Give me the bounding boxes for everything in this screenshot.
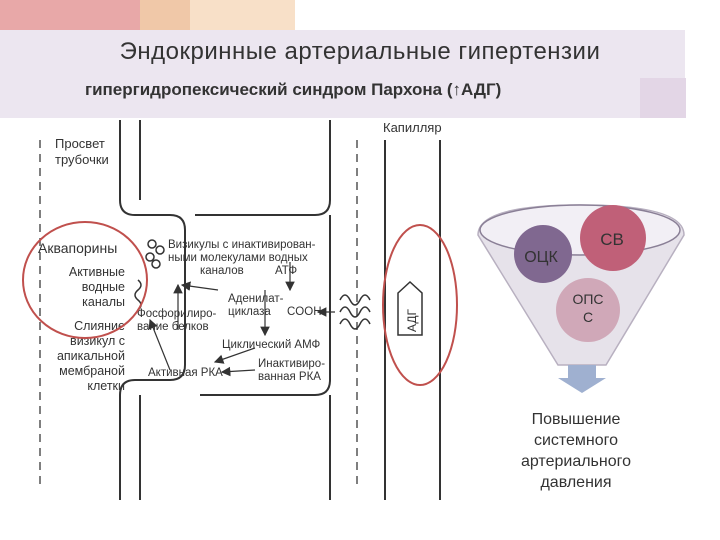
vesicles-label: ными молекулами водных bbox=[168, 252, 308, 264]
vesicles-label: Визикулы с инактивирован- bbox=[168, 239, 316, 251]
ops-label: ОПС bbox=[572, 291, 603, 307]
inactive-pka-label: ванная РКА bbox=[258, 371, 321, 383]
ock-label: ОЦК bbox=[524, 249, 558, 266]
receptor-icon bbox=[340, 295, 370, 329]
cell-diagram: Просвет трубочки Капилляр Аквапорины Акт… bbox=[23, 120, 457, 500]
result-label: Повышение bbox=[532, 411, 621, 428]
active-pka-label: Активная РКА bbox=[148, 367, 223, 379]
vesicle-icon bbox=[146, 253, 154, 261]
adh-label: АДГ bbox=[405, 308, 419, 332]
vesicle-icon bbox=[152, 260, 160, 268]
active-channels-label: водные bbox=[82, 280, 125, 294]
arrow bbox=[182, 285, 218, 290]
fusion-label: мембраной bbox=[59, 364, 125, 378]
atp-label: АТФ bbox=[275, 265, 297, 277]
capillary-label: Капилляр bbox=[383, 120, 442, 135]
fusion-label: клетки bbox=[87, 379, 125, 393]
vesicle-icon bbox=[156, 246, 164, 254]
phosphorylation-label: вание белков bbox=[137, 321, 209, 333]
inactive-pka-label: Инактивиро- bbox=[258, 358, 325, 370]
cv-label: СВ bbox=[600, 230, 624, 249]
cooh-label: COOH bbox=[287, 306, 322, 318]
aquaporins-label: Аквапорины bbox=[38, 240, 117, 256]
lumen-label: трубочки bbox=[55, 152, 109, 167]
adenylate-label: циклаза bbox=[228, 306, 271, 318]
ops-label: С bbox=[583, 309, 593, 325]
camp-label: Циклический АМФ bbox=[222, 339, 321, 351]
result-label: системного bbox=[534, 432, 618, 449]
lumen-label: Просвет bbox=[55, 136, 105, 151]
fusion-label: апикальной bbox=[57, 349, 125, 363]
arrow bbox=[222, 370, 255, 372]
vesicles-label: каналов bbox=[200, 265, 244, 277]
result-label: артериального bbox=[521, 453, 631, 470]
vesicle-icon bbox=[148, 240, 156, 248]
funnel-rim bbox=[480, 205, 680, 255]
fusion-label: Слияние bbox=[74, 319, 125, 333]
result-label: давления bbox=[540, 474, 611, 491]
down-arrow-icon bbox=[558, 365, 606, 393]
active-channels-label: каналы bbox=[82, 295, 125, 309]
adenylate-label: Аденилат- bbox=[228, 293, 284, 305]
active-channels-label: Активные bbox=[69, 265, 125, 279]
funnel-graphic: СВ ОЦК ОПС С Повышение системного артери… bbox=[478, 205, 684, 491]
phosphorylation-label: Фосфорилиро- bbox=[137, 308, 216, 320]
